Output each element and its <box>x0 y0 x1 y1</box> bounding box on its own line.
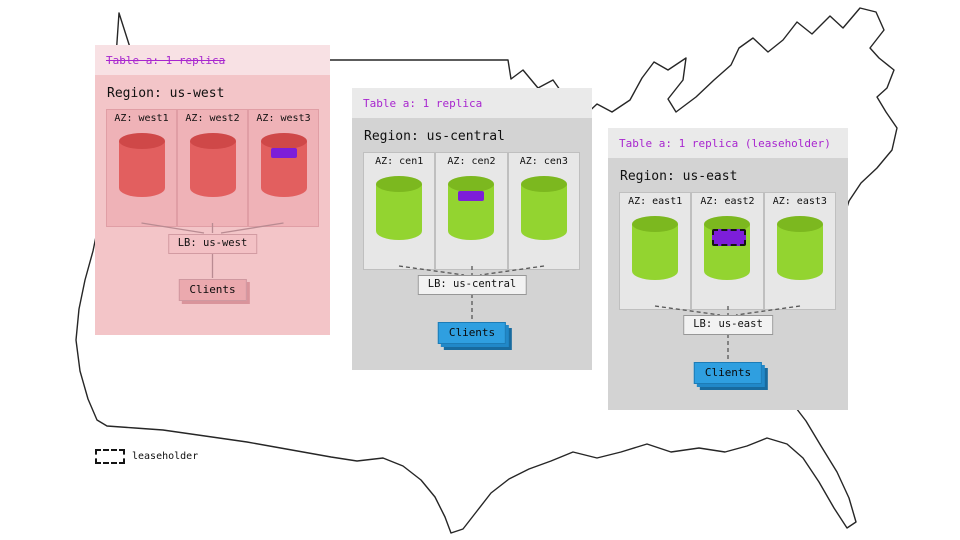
clients-box: Clients <box>693 362 763 384</box>
region-title: Region: us-east <box>620 169 738 184</box>
database-icon-body <box>118 141 165 197</box>
region-body: Region: us-east AZ: east1 AZ: east2 AZ: … <box>608 158 848 410</box>
region-title: Region: us-west <box>107 86 225 101</box>
database-icon-top <box>260 133 307 149</box>
load-balancer-box: LB: us-central <box>417 275 527 295</box>
database-icon-top <box>776 216 823 232</box>
az-box-cen2: AZ: cen2 <box>435 152 508 270</box>
az-label: AZ: cen1 <box>375 156 424 167</box>
az-label: AZ: west1 <box>114 113 169 124</box>
database-icon <box>189 133 236 197</box>
database-icon-top <box>118 133 165 149</box>
leaseholder-indicator <box>712 229 747 246</box>
connector-lines <box>398 265 545 321</box>
database-icon-top <box>448 176 495 192</box>
database-icon-body <box>632 224 679 280</box>
replica-indicator <box>270 148 297 158</box>
database-icon-top <box>189 133 236 149</box>
az-box-west3: AZ: west3 <box>248 109 319 227</box>
leaseholder-legend: leaseholder <box>95 449 198 464</box>
database-icon <box>776 216 823 280</box>
database-icon-body <box>376 184 423 240</box>
database-icon-body <box>189 141 236 197</box>
az-label: AZ: west3 <box>256 113 311 124</box>
database-icon-top <box>704 216 751 232</box>
leaseholder-legend-label: leaseholder <box>132 451 199 462</box>
region-title: Region: us-central <box>364 129 505 144</box>
database-icon <box>632 216 679 280</box>
az-box-east1: AZ: east1 <box>619 192 692 310</box>
database-icon <box>520 176 567 240</box>
database-icon <box>376 176 423 240</box>
load-balancer-box: LB: us-east <box>683 315 773 335</box>
region-body: Region: us-west AZ: west1 AZ: west2 AZ: … <box>95 75 330 335</box>
az-box-cen1: AZ: cen1 <box>363 152 436 270</box>
clients-box: Clients <box>178 279 247 301</box>
region-us-central: Table a: 1 replica Region: us-central AZ… <box>352 88 592 370</box>
clients-box: Clients <box>437 322 507 344</box>
table-banner: Table a: 1 replica (leaseholder) <box>608 128 848 158</box>
table-banner: Table a: 1 replica <box>95 45 330 75</box>
load-balancer-box: LB: us-west <box>167 234 258 254</box>
region-body: Region: us-central AZ: cen1 AZ: cen2 AZ:… <box>352 118 592 370</box>
database-icon <box>448 176 495 240</box>
az-label: AZ: east3 <box>772 196 827 207</box>
database-icon-body <box>520 184 567 240</box>
leaseholder-swatch-icon <box>95 449 125 464</box>
az-box-east2: AZ: east2 <box>691 192 764 310</box>
replica-indicator <box>458 191 485 201</box>
az-box-cen3: AZ: cen3 <box>507 152 580 270</box>
database-icon <box>704 216 751 280</box>
az-box-west1: AZ: west1 <box>106 109 177 227</box>
database-icon-top <box>376 176 423 192</box>
az-row: AZ: west1 AZ: west2 AZ: west3 <box>106 109 319 227</box>
database-icon-top <box>632 216 679 232</box>
database-icon-body <box>776 224 823 280</box>
az-row: AZ: cen1 AZ: cen2 AZ: cen3 <box>363 152 580 270</box>
az-box-east3: AZ: east3 <box>763 192 836 310</box>
connector-lines <box>141 222 284 278</box>
az-label: AZ: east2 <box>700 196 755 207</box>
database-icon <box>260 133 307 197</box>
table-replica-label: Table a: 1 replica <box>106 53 226 67</box>
region-us-west: Table a: 1 replica Region: us-west AZ: w… <box>95 45 330 335</box>
table-banner: Table a: 1 replica <box>352 88 592 118</box>
database-icon-top <box>520 176 567 192</box>
table-replica-label: Table a: 1 replica <box>363 96 483 110</box>
connector-lines <box>654 305 801 361</box>
az-label: AZ: east1 <box>628 196 683 207</box>
region-us-east: Table a: 1 replica (leaseholder) Region:… <box>608 128 848 410</box>
az-row: AZ: east1 AZ: east2 AZ: east3 <box>619 192 836 310</box>
table-replica-label: Table a: 1 replica (leaseholder) <box>619 136 831 150</box>
az-label: AZ: west2 <box>185 113 240 124</box>
az-label: AZ: cen2 <box>447 156 496 167</box>
database-icon <box>118 133 165 197</box>
az-label: AZ: cen3 <box>519 156 568 167</box>
